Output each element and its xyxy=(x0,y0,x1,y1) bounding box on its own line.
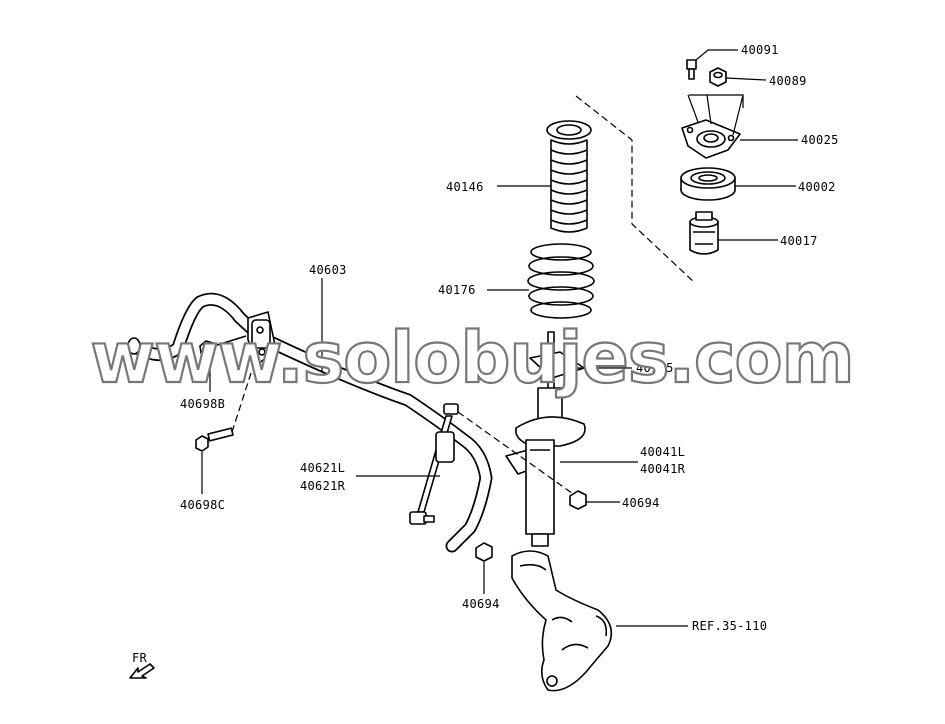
label-40091: 40091 xyxy=(741,43,779,57)
arrow-icon xyxy=(129,663,155,679)
part-40694-nut-upper xyxy=(569,490,587,510)
label-40146: 40146 xyxy=(446,180,484,194)
part-40176-coil-spring xyxy=(527,243,595,319)
part-40698c-bolt xyxy=(195,427,234,452)
label-fr: FR xyxy=(132,651,148,665)
label-40089: 40089 xyxy=(769,74,807,88)
label-40621r: 40621R xyxy=(300,479,346,493)
label-40603: 40603 xyxy=(309,263,347,277)
label-40017: 40017 xyxy=(780,234,818,248)
label-40698b: 40698B xyxy=(180,397,225,411)
label-ref-35-110: REF.35-110 xyxy=(692,619,767,633)
part-40146-dust-boot xyxy=(546,120,592,233)
part-40621-link xyxy=(409,403,459,525)
label-40176: 40176 xyxy=(438,283,476,297)
label-40025: 40025 xyxy=(801,133,839,147)
assembly-lines-top xyxy=(687,94,744,136)
part-40698b-bolt xyxy=(199,335,247,357)
part-40694-nut-lower xyxy=(475,542,493,562)
label-40041l: 40041L xyxy=(640,445,685,459)
assembly-dashed-line xyxy=(575,95,695,283)
label-40145: 40145 xyxy=(636,361,674,375)
label-40694-lower: 40694 xyxy=(462,597,500,611)
part-knuckle xyxy=(511,550,613,692)
watermark: www.solobujes.com xyxy=(90,317,853,399)
part-40041-strut xyxy=(505,331,586,547)
label-40694-upper: 40694 xyxy=(622,496,660,510)
part-40603-stabilizer-bar xyxy=(127,292,493,553)
part-40089-nut xyxy=(709,67,727,87)
label-40041r: 40041R xyxy=(640,462,686,476)
front-direction-arrow: FR xyxy=(129,651,155,679)
part-40025-plate xyxy=(681,119,741,159)
part-40091-bolt xyxy=(686,59,697,80)
label-40621l: 40621L xyxy=(300,461,345,475)
part-40017-bump-stop xyxy=(689,211,719,255)
link-dashed-line xyxy=(457,411,577,497)
leader-lines xyxy=(201,49,798,627)
part-bushing-bracket xyxy=(247,311,277,365)
label-40002: 40002 xyxy=(798,180,836,194)
label-40698c: 40698C xyxy=(180,498,225,512)
part-40002-bearing xyxy=(680,167,736,201)
